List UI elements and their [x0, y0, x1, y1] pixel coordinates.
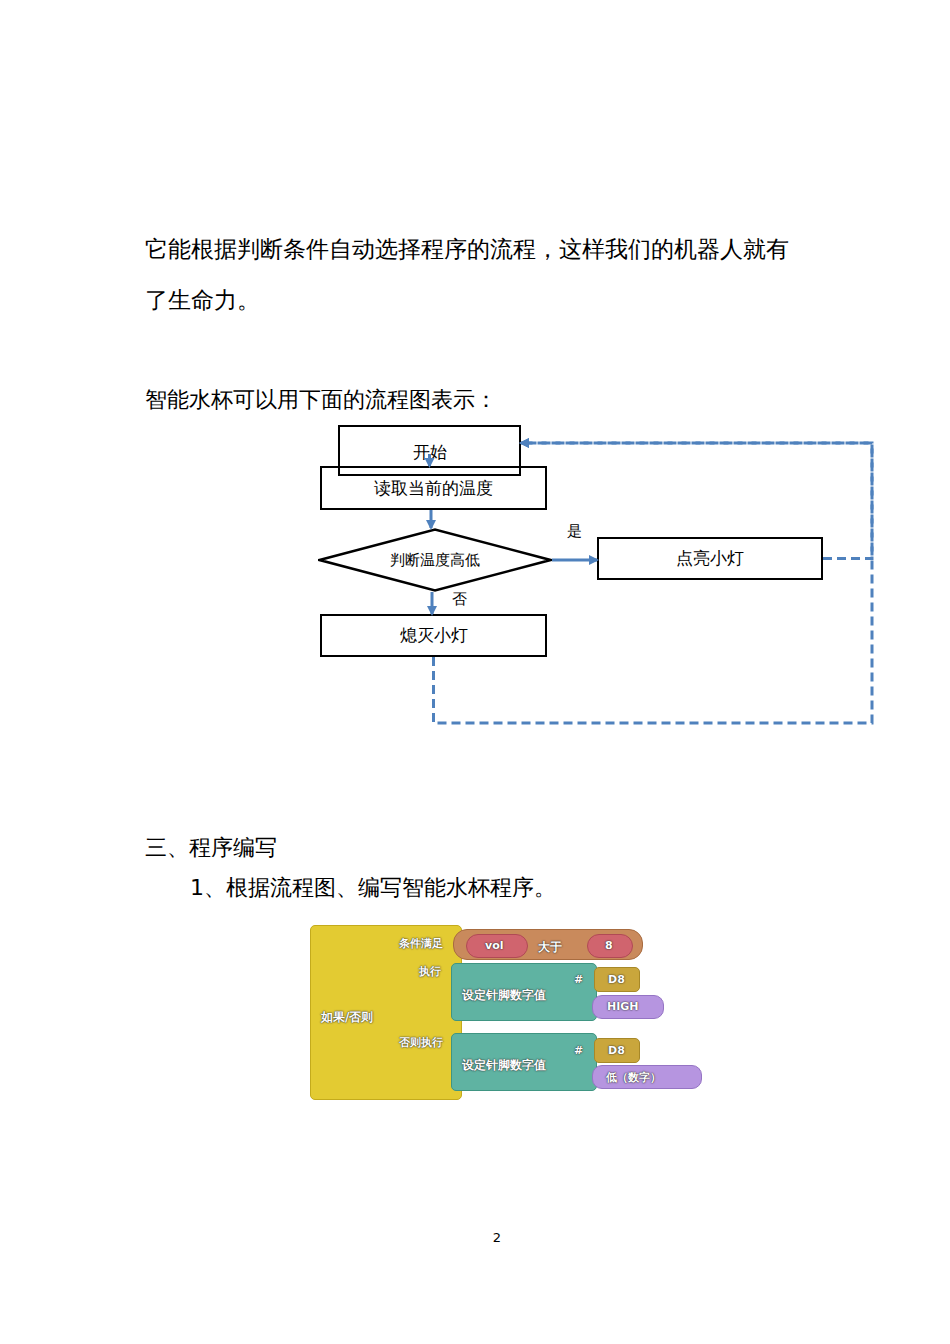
page-number: 2: [485, 1229, 509, 1247]
variable-block: vol: [466, 934, 528, 958]
node-text: 读取当前的温度: [374, 477, 493, 500]
flow-arrow: [428, 454, 431, 466]
edge-label: 否: [452, 590, 467, 609]
set-pin-block: 设定针脚数字值#D8HIGH: [451, 963, 597, 1021]
body-paragraph: 智能水杯可以用下面的流程图表示：: [145, 385, 745, 415]
block-text: 条件满足: [399, 936, 443, 951]
flow-arrow: [430, 510, 433, 528]
block-text: D8: [608, 973, 625, 986]
node-text: 开始: [413, 441, 447, 464]
body-paragraph: 它能根据判断条件自动选择程序的流程，这样我们的机器人就有了生命力。: [145, 224, 810, 326]
compare-block: 大于 vol 8: [453, 929, 643, 960]
set-pin-block: 设定针脚数字值#D8低（数字）: [451, 1033, 597, 1091]
section-heading: 三、程序编写: [145, 833, 545, 863]
block-text: #: [574, 1044, 583, 1057]
diamond-shape: [320, 530, 551, 591]
node-text: 判断温度高低: [390, 551, 480, 570]
block-text: #: [574, 973, 583, 986]
block-text: 8: [605, 939, 613, 952]
step-text: 1、根据流程图、编写智能水杯程序。: [190, 873, 690, 903]
block-text: 执行: [419, 964, 441, 979]
block-text: 大于: [538, 939, 562, 956]
block-text: D8: [608, 1044, 625, 1057]
block-text: 设定针脚数字值: [462, 987, 546, 1004]
process-box: 读取当前的温度: [320, 466, 547, 510]
start-box: 开始: [338, 425, 521, 476]
node-text: 熄灭小灯: [400, 624, 468, 647]
number-block: 8: [587, 934, 633, 958]
block-text: 设定针脚数字值: [462, 1057, 546, 1074]
pin-block: D8: [594, 1038, 640, 1063]
flow-arrow: [431, 592, 434, 614]
level-block: HIGH: [592, 995, 664, 1019]
process-box: 熄灭小灯: [320, 614, 547, 657]
pin-block: D8: [594, 967, 640, 992]
if-else-block: 条件满足执行如果/否则否则执行大于vol8设定针脚数字值#D8HIGH设定针脚数…: [310, 925, 462, 1100]
block-text: vol: [485, 939, 504, 952]
loop-back-connector: [521, 443, 872, 559]
block-text: 否则执行: [399, 1035, 443, 1050]
block-text: 低（数字）: [606, 1070, 661, 1085]
node-text: 点亮小灯: [676, 547, 744, 570]
block-text: 如果/否则: [321, 1009, 373, 1026]
process-box: 点亮小灯: [597, 537, 823, 580]
level-block: 低（数字）: [592, 1065, 702, 1089]
block-text: HIGH: [607, 1000, 639, 1013]
edge-label: 是: [567, 522, 582, 541]
loop-back-connector: [434, 443, 873, 723]
decision-diamond: 判断温度高低: [318, 528, 552, 592]
flow-arrow: [552, 559, 597, 562]
